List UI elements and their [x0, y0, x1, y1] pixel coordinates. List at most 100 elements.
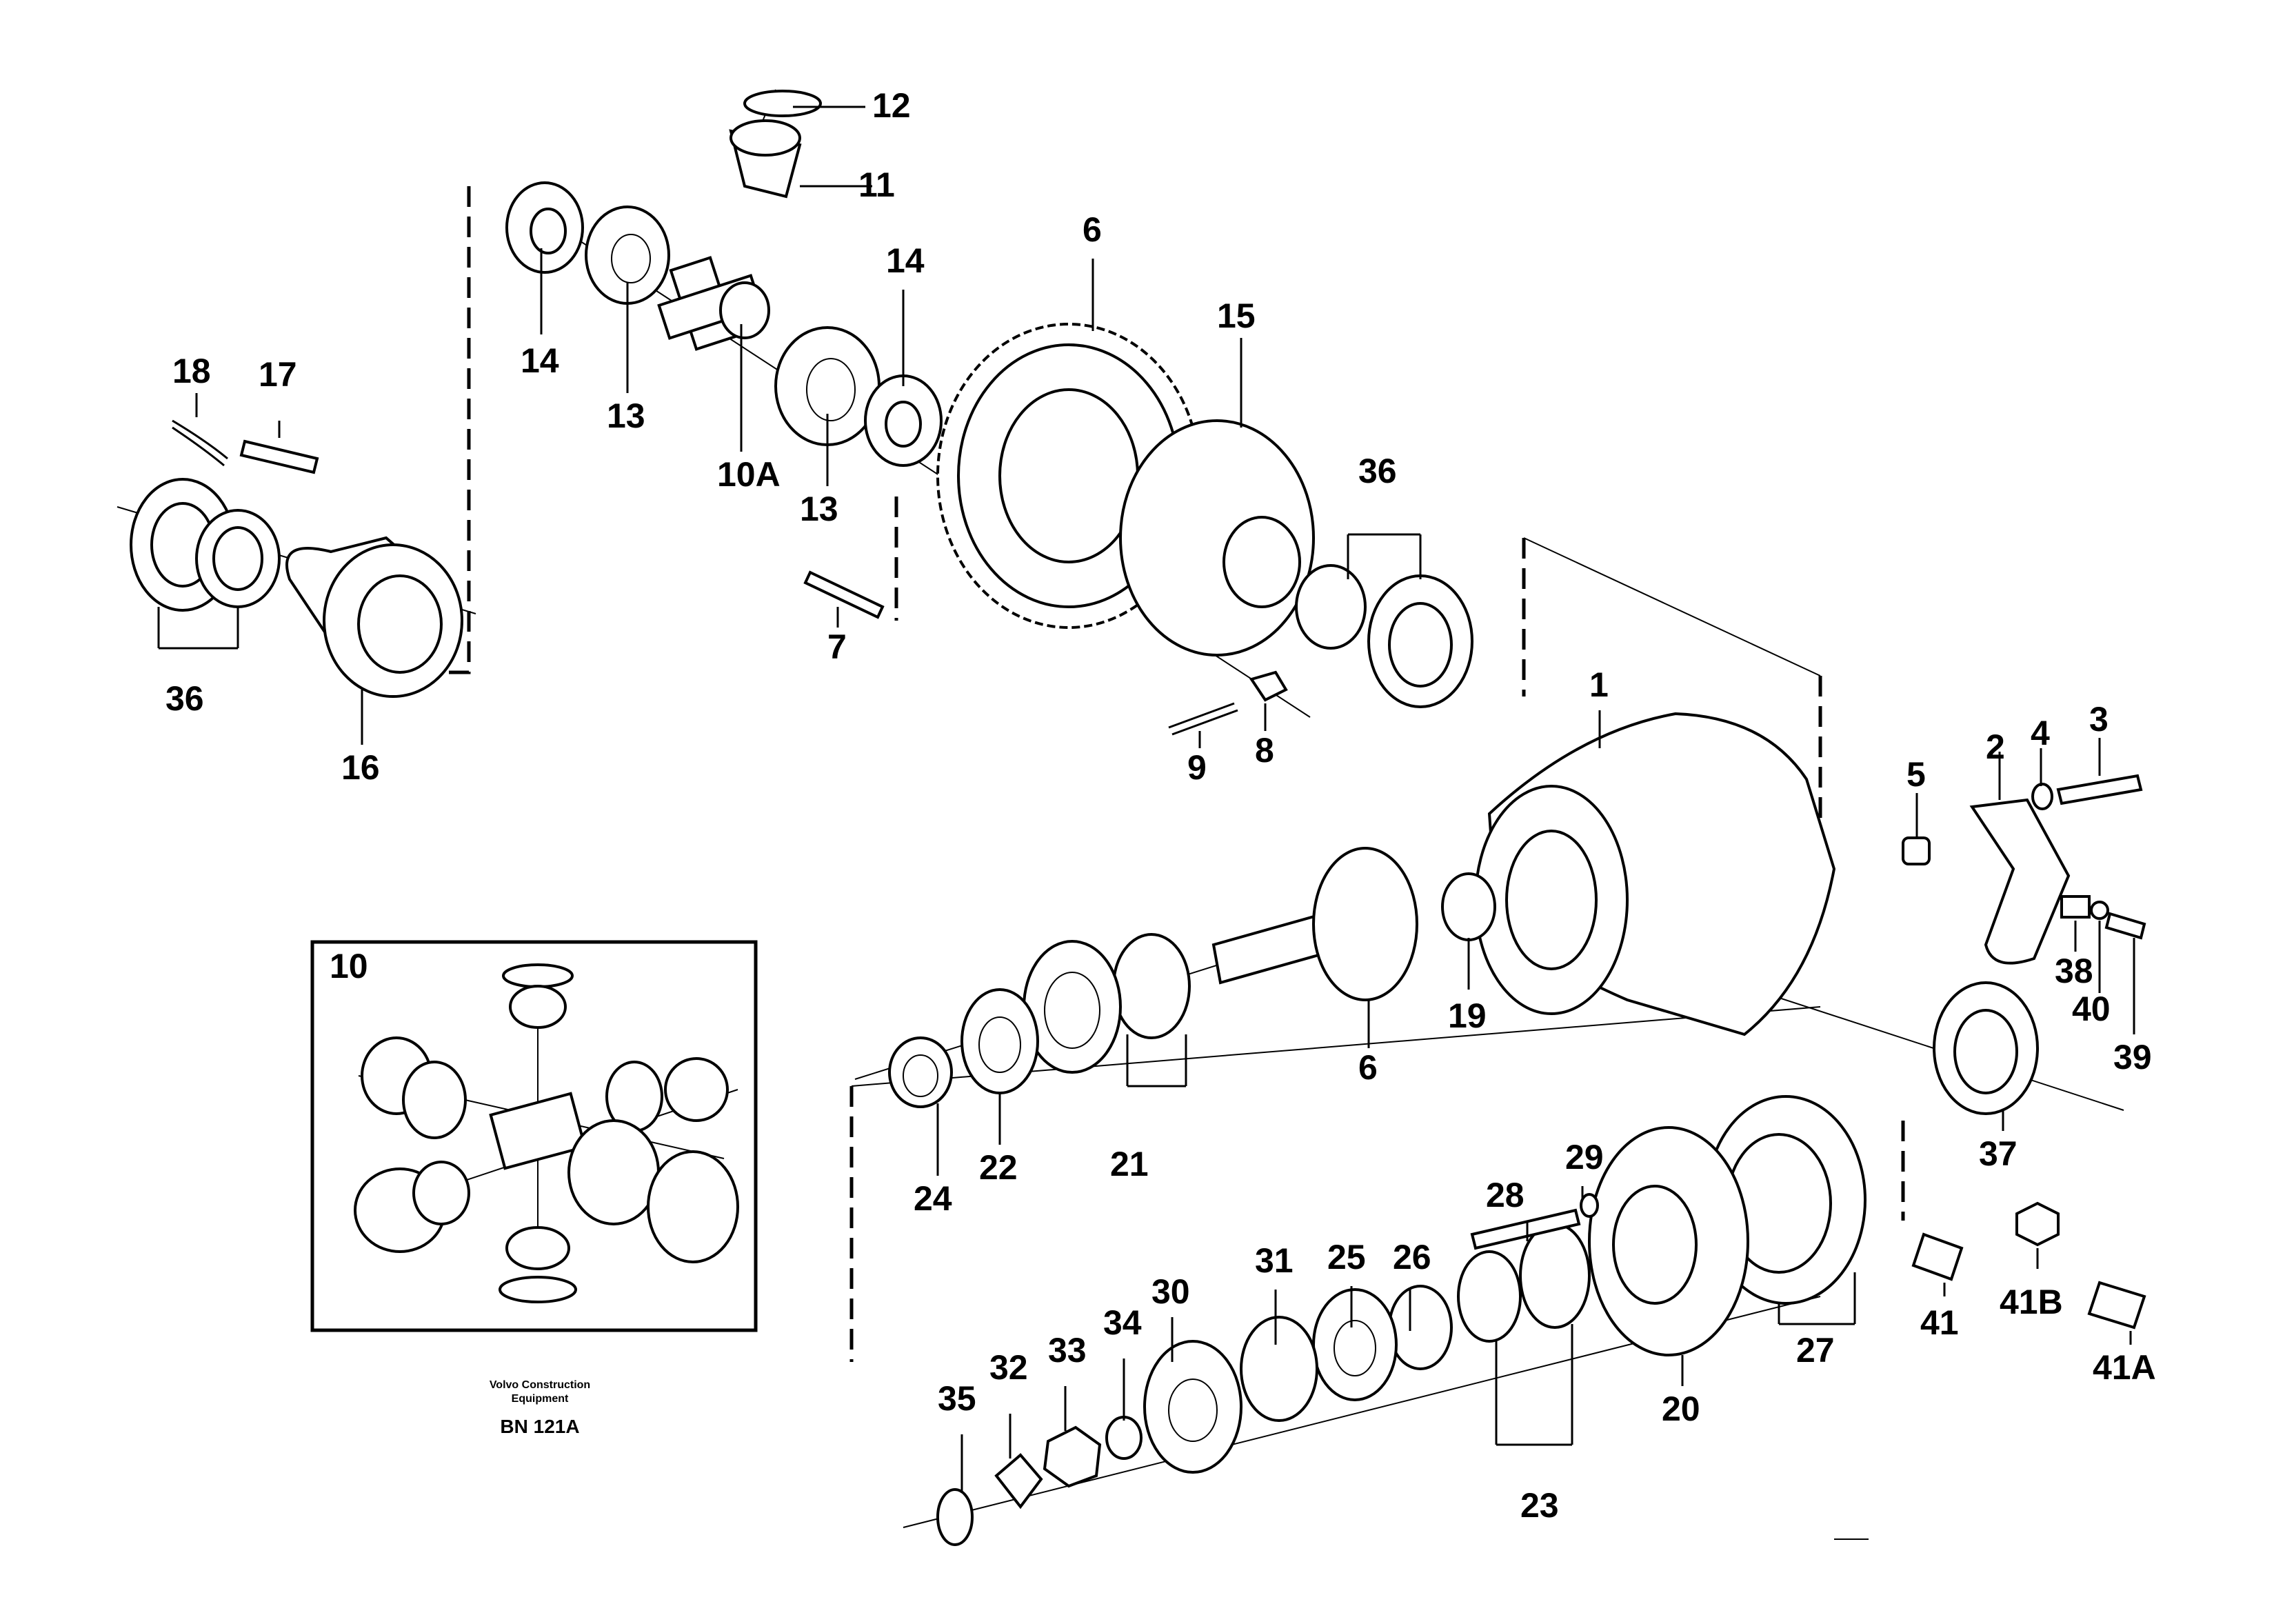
drawing-code: BN 121A: [500, 1416, 579, 1437]
spider-10A: [657, 256, 770, 351]
callout: 24: [914, 1179, 952, 1218]
stud-41: [1911, 1232, 1964, 1281]
inset-title: 10: [330, 947, 368, 985]
callout: 2: [1986, 728, 2005, 766]
callout: 31: [1255, 1241, 1294, 1280]
bolt-3: [2056, 774, 2143, 805]
bearing-21-cup: [1023, 940, 1122, 1074]
washer-12: [743, 90, 822, 117]
bearing-36-left: [130, 478, 281, 612]
callout: 1: [1589, 665, 1609, 704]
callout: 5: [1906, 755, 1926, 794]
callout: 10A: [717, 455, 781, 494]
callout: 37: [1979, 1134, 2018, 1173]
nut-41B: [2015, 1201, 2060, 1247]
callout-numbers: 1 2 3 4 5 6 6 7 8 9 10 10A 11 12 13 13 1…: [165, 86, 2156, 1525]
shim-22: [960, 988, 1039, 1094]
callout: 32: [989, 1348, 1028, 1387]
callout: 19: [1448, 996, 1487, 1035]
pinion-6: [1211, 847, 1418, 1001]
callout: 12: [872, 86, 911, 125]
bolt-17: [239, 439, 319, 474]
split-pin-18: [172, 419, 228, 467]
lock-washer-32: [994, 1453, 1043, 1510]
callout: 21: [1110, 1145, 1149, 1183]
washer-29: [1580, 1193, 1599, 1218]
callout: 4: [2031, 714, 2050, 752]
bearing-23-cup: [1519, 1223, 1591, 1329]
callout: 35: [938, 1379, 976, 1418]
drive-pinion-group: [854, 847, 1418, 1108]
washer-40: [2090, 901, 2109, 920]
pinion-gear-11: [729, 119, 802, 199]
callout: 33: [1048, 1331, 1087, 1370]
seal-25: [1312, 1288, 1398, 1401]
callout: 15: [1217, 297, 1256, 335]
seal-26: [1388, 1285, 1453, 1370]
callout: 30: [1151, 1272, 1190, 1311]
circlip-35: [936, 1488, 974, 1546]
callout: 26: [1393, 1238, 1431, 1276]
callout: 8: [1255, 731, 1274, 770]
callout: 41A: [2093, 1348, 2156, 1387]
leader-lines: [157, 106, 2135, 1493]
caption-line-2: Equipment: [512, 1393, 569, 1405]
flange-30: [1143, 1340, 1242, 1474]
bearing-23-cone: [1457, 1250, 1522, 1343]
callout: 6: [1358, 1048, 1378, 1087]
nut-8: [1249, 670, 1288, 702]
callout: 18: [172, 352, 211, 390]
ring-31: [1240, 1316, 1318, 1422]
callout: 36: [1358, 452, 1397, 490]
differential-case-15: [1119, 419, 1315, 656]
bearing-36-right: [1295, 564, 1473, 708]
bearing-21-inner: [1112, 933, 1191, 1039]
callout: 14: [521, 341, 559, 380]
callout: 16: [341, 748, 380, 787]
side-gear-13: [585, 205, 670, 305]
callout: 20: [1662, 1390, 1700, 1428]
bolt-39: [2104, 912, 2146, 940]
drawing-caption: Volvo Construction Equipment BN 121A: [490, 1379, 590, 1437]
sleeve-5: [1902, 836, 1931, 865]
bearing-19: [1441, 872, 1496, 941]
stud-41A: [2087, 1281, 2146, 1330]
bearing-cap-2: [1969, 798, 2071, 965]
bolt-28: [1470, 1208, 1581, 1250]
split-pin-9: [1168, 702, 1238, 736]
callout: 13: [800, 490, 838, 528]
inset-differential-10: 10: [310, 940, 758, 1332]
callout: 34: [1103, 1303, 1142, 1342]
callout: 14: [886, 241, 925, 280]
adjusting-ring-37: [1933, 981, 2039, 1115]
thrust-washer-14: [505, 181, 584, 274]
callout: 25: [1327, 1238, 1366, 1276]
caption-line-1: Volvo Construction: [490, 1379, 590, 1391]
washer-4: [2031, 783, 2053, 810]
differential-case-16: [285, 536, 463, 698]
pinion-flange-group: [903, 1095, 2146, 1546]
callout: 17: [259, 355, 297, 394]
callout: 27: [1796, 1331, 1835, 1370]
nut-33: [1043, 1425, 1102, 1488]
housing-1: [1474, 712, 1836, 1036]
callout: 23: [1520, 1486, 1559, 1525]
callout: 38: [2055, 952, 2093, 990]
callout: 7: [827, 628, 847, 666]
differential-carrier-group: [117, 89, 1473, 736]
callout: 28: [1486, 1176, 1525, 1214]
spacer-24: [888, 1036, 953, 1108]
callout: 40: [2072, 990, 2111, 1028]
callout: 9: [1187, 748, 1207, 787]
lock-plate-38: [2060, 895, 2091, 919]
callout: 11: [858, 166, 895, 204]
bearing-housing-20: [1588, 1126, 1749, 1356]
callout: 39: [2113, 1038, 2152, 1076]
callout: 41B: [2000, 1283, 2063, 1321]
callout: 36: [165, 679, 204, 718]
bolt-7: [803, 570, 885, 619]
callout: 29: [1565, 1138, 1604, 1176]
axle-housing-group: [1441, 712, 2146, 1115]
callout: 13: [607, 397, 645, 435]
